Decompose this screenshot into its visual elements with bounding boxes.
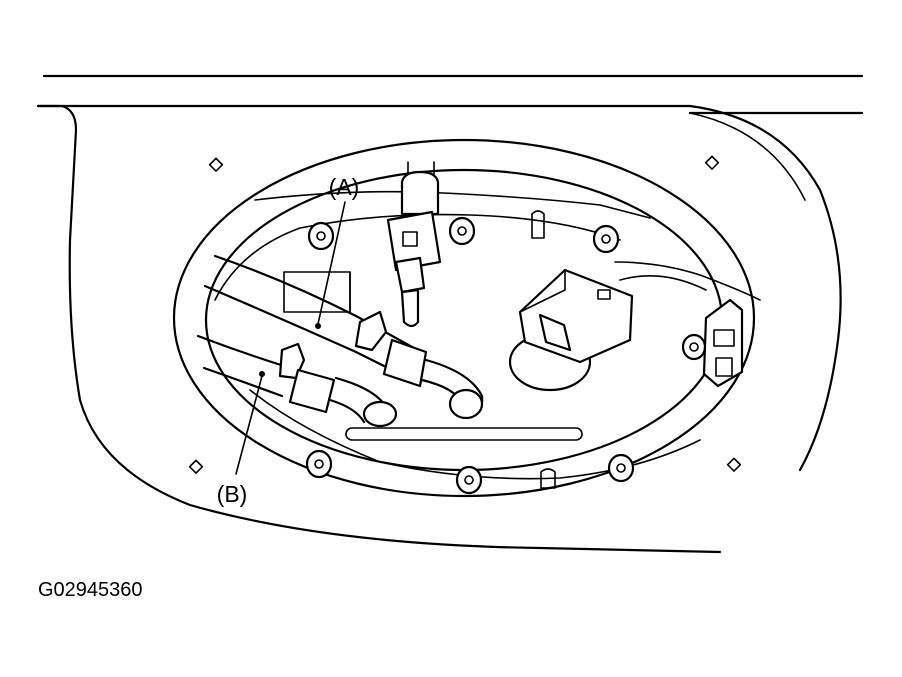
boss (305, 449, 333, 479)
callout-b: (B) (217, 371, 265, 507)
fuel-hose-a (203, 254, 484, 420)
mounting-marks (188, 155, 742, 474)
wire-harness (614, 261, 761, 301)
body-panel-outline (36, 104, 842, 554)
plate-pins (531, 210, 556, 489)
plate-slot (345, 427, 583, 441)
fuel-hose-b (196, 334, 398, 428)
pump-electrical-connector (508, 268, 634, 392)
header-rules (36, 74, 864, 115)
boss (307, 221, 335, 251)
boss (607, 453, 635, 483)
callout-a: (A) (315, 174, 359, 329)
figure-id: G02945360 (38, 579, 143, 601)
top-hose-connector (386, 161, 442, 328)
boss (592, 224, 620, 254)
callout-b-label: (B) (217, 481, 248, 507)
boss (681, 333, 707, 361)
plate-bosses (305, 216, 707, 495)
boss (448, 216, 476, 246)
side-coupler (702, 298, 744, 388)
callout-a-label: (A) (329, 174, 360, 200)
boss (455, 465, 483, 495)
